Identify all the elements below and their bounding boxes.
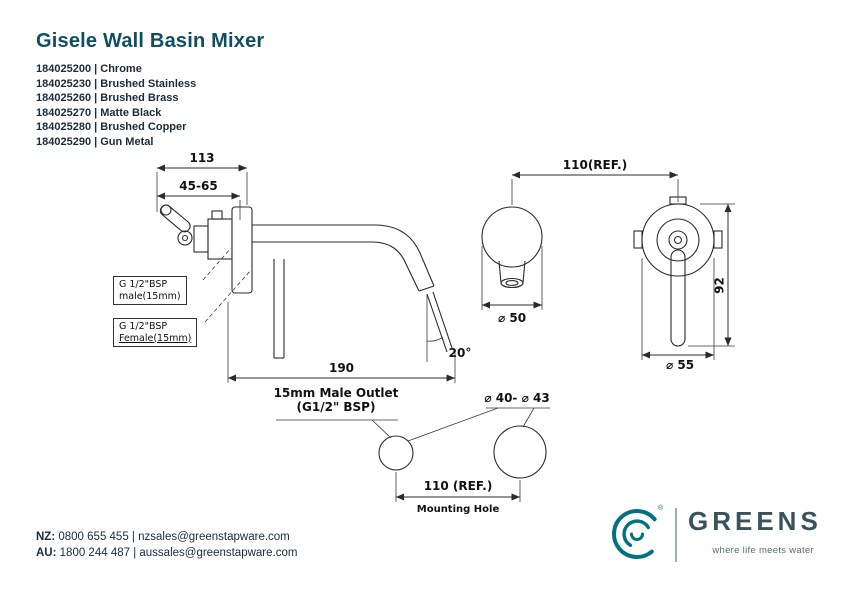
dim-body-diameter-label: ⌀ 55 — [665, 358, 695, 372]
outlet-label-line2: (G1/2" BSP) — [296, 400, 376, 414]
mounting-hole-diagram — [378, 425, 547, 479]
mounting-hole-label: Mounting Hole — [416, 504, 500, 515]
dim-angle-label: 20° — [448, 346, 472, 360]
page-title: Gisele Wall Basin Mixer — [36, 30, 265, 52]
side-view — [159, 204, 453, 359]
dim-ref-top-label: 110(REF.) — [562, 158, 628, 172]
dim-height-label: 92 — [712, 277, 727, 294]
contact-au-label: AU: — [36, 547, 57, 559]
product-code-list: 184025200 | Chrome 184025230 | Brushed S… — [36, 62, 196, 150]
product-code-line: 184025280 | Brushed Copper — [36, 121, 187, 134]
product-code-line: 184025270 | Matte Black — [36, 106, 162, 119]
dim-spout-diameter-label: ⌀ 50 — [497, 311, 527, 325]
hole-diameter-label: ⌀ 40- ⌀ 43 — [484, 391, 550, 405]
dim-depth-total-label: 113 — [189, 151, 215, 165]
product-code-line: 184025290 | Gun Metal — [36, 135, 154, 148]
brand-tagline: where life meets water — [712, 545, 814, 556]
product-code-line: 184025200 | Chrome — [36, 63, 142, 75]
dimension-lines — [157, 164, 732, 501]
contact-nz-text: 0800 655 455 | nzsales@greenstapware.com — [58, 531, 290, 543]
dim-depth-range-label: 45-65 — [179, 179, 218, 193]
contact-au-text: 1800 244 487 | aussales@greenstapware.co… — [59, 547, 298, 559]
logo-divider — [675, 508, 677, 562]
contact-block: NZ: 0800 655 455 | nzsales@greenstapware… — [36, 529, 297, 561]
bsp-female-label: G 1/2"BSP Female(15mm) — [113, 318, 198, 347]
brand-name: GREENS — [688, 506, 822, 536]
dim-hole-spacing-label: 110 (REF.) — [423, 479, 493, 493]
contact-nz-label: NZ: — [36, 531, 56, 543]
dim-reach-label: 190 — [328, 361, 355, 375]
product-code-line: 184025230 | Brushed Stainless — [36, 77, 197, 90]
front-view-spout — [481, 206, 543, 289]
greens-logo-icon — [612, 509, 657, 559]
registered-mark: ® — [658, 505, 664, 512]
outlet-label-line1: 15mm Male Outlet — [273, 386, 399, 400]
contact-nz: NZ: 0800 655 455 | nzsales@greenstapware… — [36, 529, 297, 545]
product-code-line: 184025260 | Brushed Brass — [36, 92, 179, 105]
contact-au: AU: 1800 244 487 | aussales@greenstapwar… — [36, 545, 297, 561]
front-view-body — [633, 196, 723, 347]
extension-lines — [156, 172, 735, 502]
bsp-male-label: G 1/2"BSP male(15mm) — [113, 276, 187, 305]
